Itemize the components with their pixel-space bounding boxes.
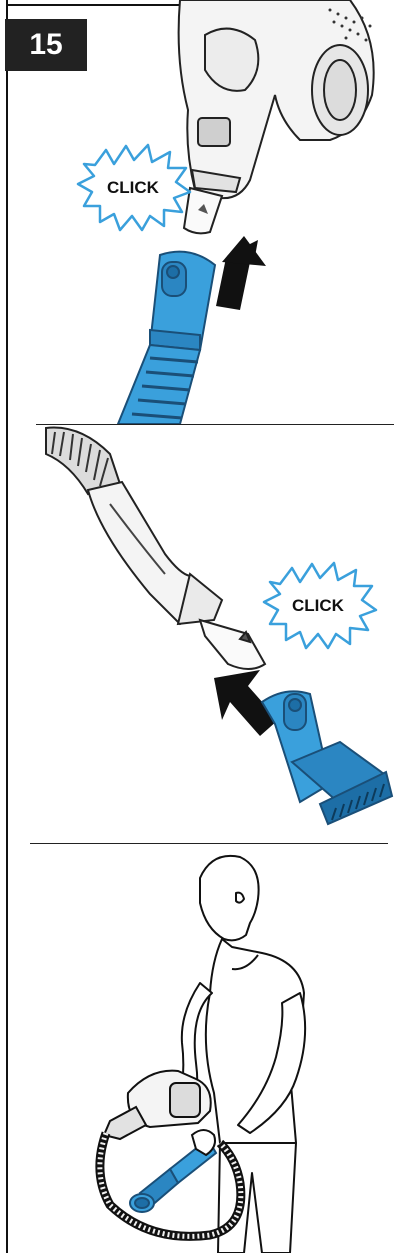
click-label-2: CLICK xyxy=(292,596,345,615)
corrugated-hose xyxy=(118,345,200,424)
click-burst-1: CLICK xyxy=(78,145,190,230)
click-label-1: CLICK xyxy=(107,178,160,197)
panel-usage xyxy=(0,843,418,1253)
held-vacuum xyxy=(104,1071,211,1139)
hose-attach-illustration: CLICK xyxy=(0,0,418,424)
panel-attach-hose: CLICK xyxy=(0,0,418,424)
person-using-vacuum-illustration xyxy=(0,843,418,1253)
handheld-vacuum-body xyxy=(179,0,374,198)
brush-tool xyxy=(262,691,392,824)
click-burst-2: CLICK xyxy=(264,563,376,648)
grey-hose xyxy=(46,428,265,669)
brush-attach-illustration: CLICK xyxy=(0,424,418,843)
panel-attach-brush: CLICK xyxy=(0,424,418,843)
hose-connector xyxy=(150,252,215,350)
